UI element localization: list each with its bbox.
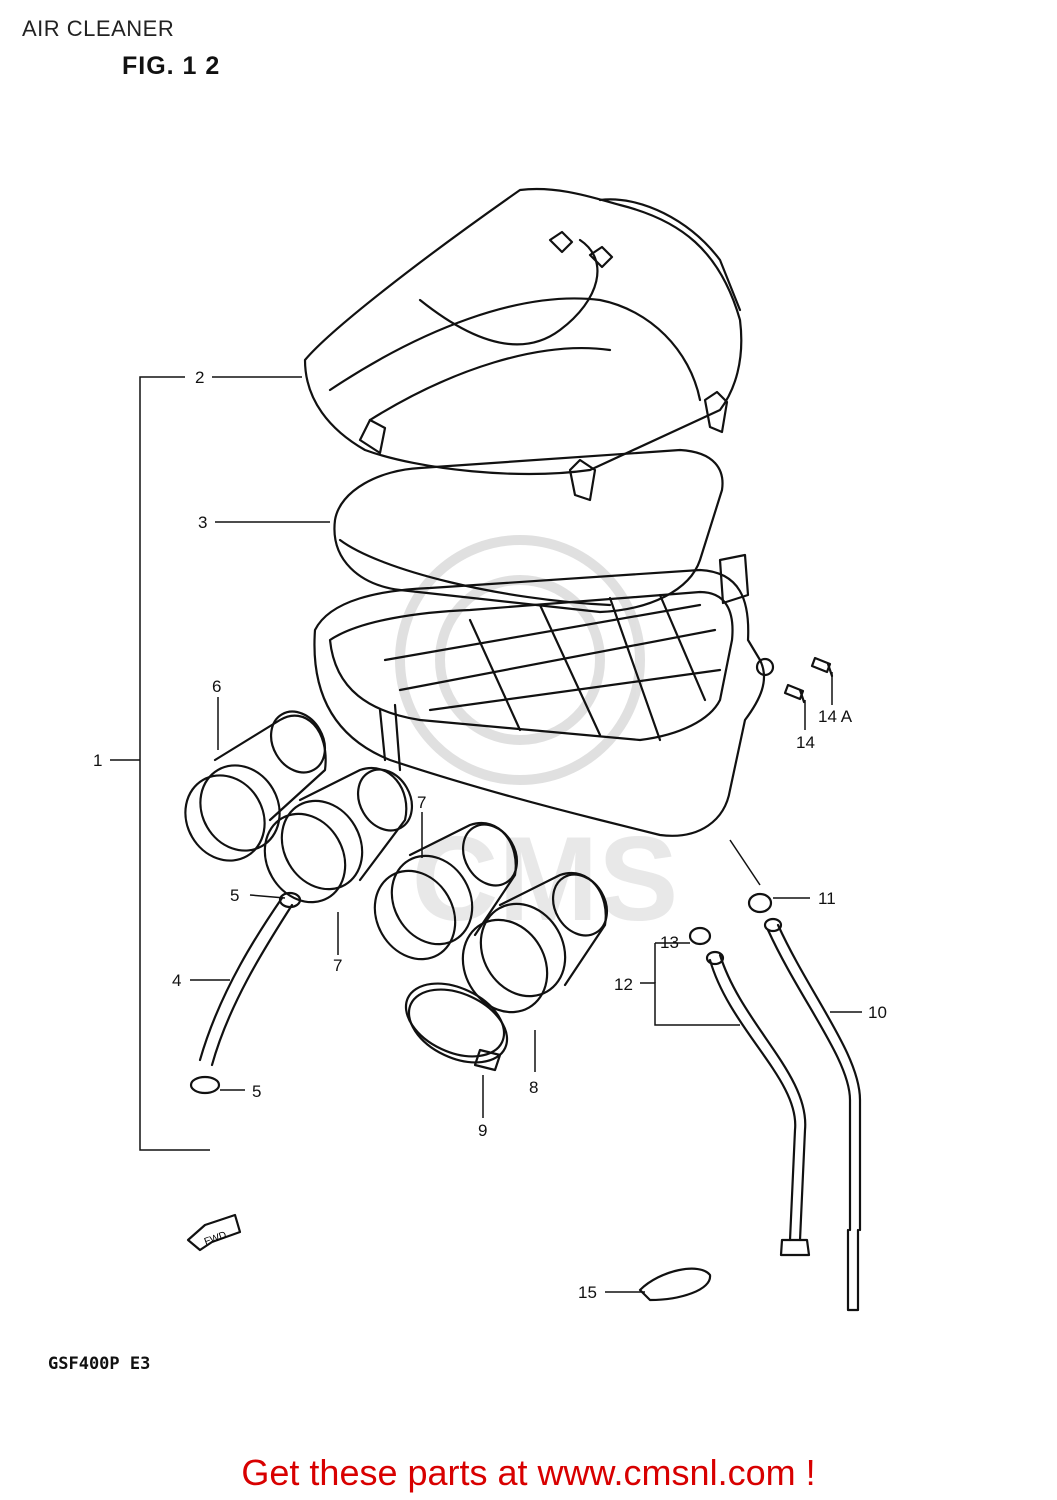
- callout-8: 8: [529, 1078, 538, 1097]
- callout-11: 11: [818, 889, 836, 908]
- callout-6: 6: [212, 677, 221, 696]
- drain-hose-4: [189, 891, 302, 1095]
- fwd-label: FWD: [203, 1230, 228, 1248]
- screw-14: [783, 683, 806, 704]
- watermark-logo-text: CMS: [412, 812, 679, 946]
- callout-14a: 14 A: [818, 707, 853, 726]
- callout-10: 10: [868, 1003, 887, 1022]
- callout-12: 12: [614, 975, 633, 994]
- callout-5-top: 5: [230, 886, 239, 905]
- leader-lines: [110, 376, 862, 1293]
- callout-7-upper: 7: [417, 793, 426, 812]
- intake-pipe-7-left: [263, 767, 414, 904]
- callout-13: 13: [660, 933, 679, 952]
- part-callouts: 2 3 6 1 5 4 5 7 7 8 9 11 13 12 10 14 14 …: [93, 368, 887, 1302]
- callout-15: 15: [578, 1283, 597, 1302]
- screw-14a: [810, 656, 834, 678]
- breather-tube-10: [763, 917, 862, 1312]
- intake-pipe-6: [184, 710, 327, 862]
- hose-clamp-9: [404, 982, 509, 1072]
- intake-pipe-8: [461, 872, 609, 1014]
- callout-3: 3: [198, 513, 207, 532]
- clip-15: [638, 1267, 712, 1302]
- clamp-11: [747, 892, 773, 914]
- callout-4: 4: [172, 971, 181, 990]
- callout-7-lower: 7: [333, 956, 342, 975]
- clamp-13: [688, 926, 712, 946]
- fwd-arrow-icon: [186, 1213, 242, 1252]
- intake-pipe-7-right: [373, 822, 519, 961]
- diagram-title: AIR CLEANER: [22, 16, 175, 41]
- callout-1: 1: [93, 751, 102, 770]
- callout-14: 14: [796, 733, 815, 752]
- figure-number: FIG. 1 2: [122, 52, 221, 80]
- callout-9: 9: [478, 1121, 487, 1140]
- model-code: GSF400P E3: [48, 1354, 151, 1374]
- air-cleaner-cover: [303, 187, 743, 502]
- callout-2: 2: [195, 368, 204, 387]
- promo-link[interactable]: Get these parts at www.cmsnl.com !: [241, 1452, 816, 1493]
- breather-tube-12: [705, 950, 811, 1257]
- callout-5-bottom: 5: [252, 1082, 261, 1101]
- air-cleaner-box: [313, 553, 775, 837]
